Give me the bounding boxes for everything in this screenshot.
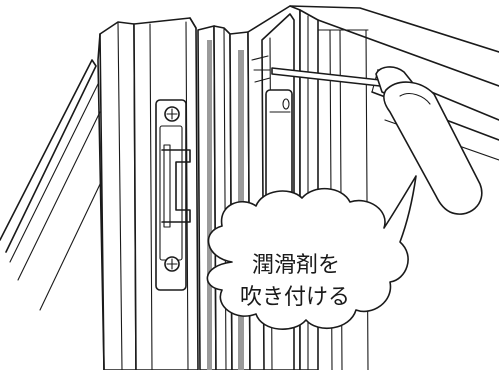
screw-head-icon <box>164 256 180 272</box>
callout-line-2: 吹き付ける <box>240 285 350 310</box>
spray-mist <box>251 55 271 83</box>
meeting-rail <box>197 25 251 370</box>
callout-bubble <box>206 175 417 330</box>
screw-head-icon <box>164 106 180 122</box>
callout-line-1: 潤滑剤を <box>252 253 340 278</box>
spray-can-icon <box>271 66 483 215</box>
outer-frame-left <box>0 59 103 311</box>
